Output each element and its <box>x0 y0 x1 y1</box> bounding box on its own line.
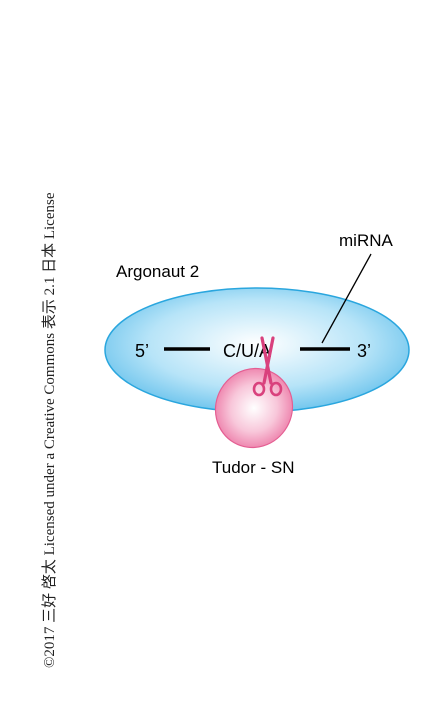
three-prime-label: 3’ <box>357 341 371 361</box>
cleavage-site-label: C/U/A <box>223 341 271 361</box>
copyright-credit: ©2017 三好 啓太 Licensed under a Creative Co… <box>41 192 58 668</box>
mirna-pointer-line <box>321 253 372 344</box>
mirna-label: miRNA <box>339 231 393 250</box>
tudor-sn-label: Tudor - SN <box>212 458 295 477</box>
argonaute-label: Argonaut 2 <box>116 262 199 281</box>
scissors-icon <box>252 336 283 397</box>
tudor-sn-protein <box>214 367 294 449</box>
five-prime-label: 5’ <box>135 341 149 361</box>
